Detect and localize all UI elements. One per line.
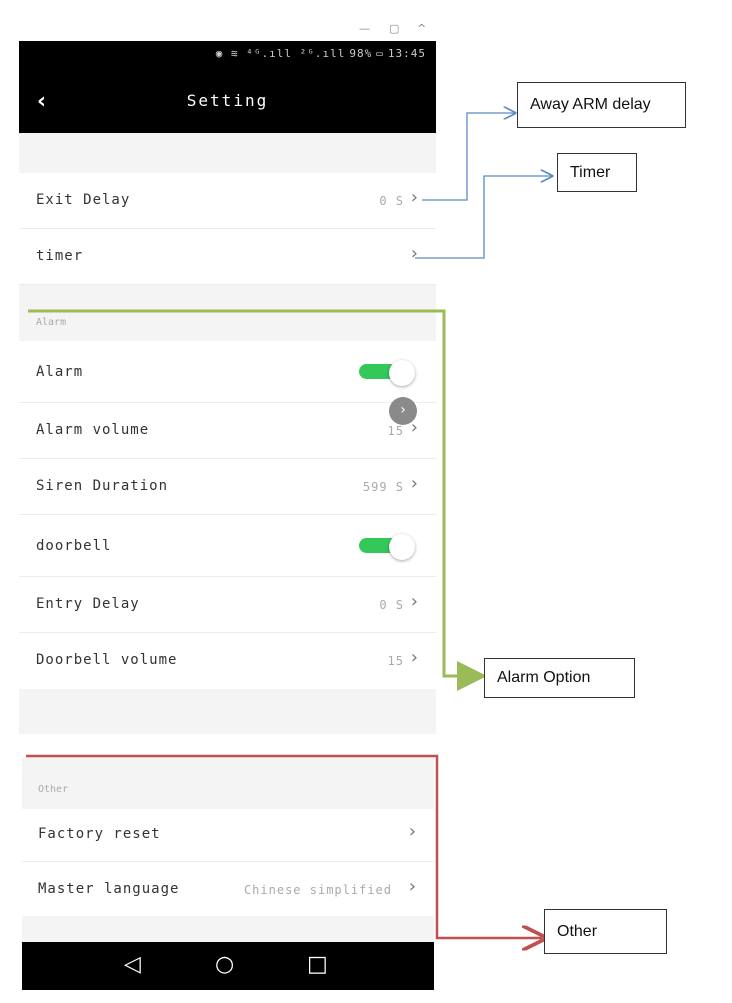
settings-row-exit-delay[interactable]: Exit Delay 0 S › [19,173,436,229]
spacer [19,133,436,173]
row-label: Doorbell volume [36,652,178,668]
row-value: 0 S [379,194,404,208]
status-time: 13:45 [387,47,426,60]
chevron-right-icon: › [408,876,416,897]
row-label: timer [36,248,84,264]
battery-icon: ▭ [376,47,384,60]
row-label: Exit Delay [36,192,131,208]
page-title: Setting [186,91,269,110]
chevron-right-icon: › [410,473,418,494]
settings-row-entry-delay[interactable]: Entry Delay 0 S › [19,577,436,633]
callout-alarm-option: Alarm Option [484,658,635,698]
toggle-knob [389,534,415,560]
status-icons: ◉ ≋ ⁴ᴳ.ıll ²ᴳ.ıll [215,47,346,60]
chevron-right-icon: › [410,243,418,264]
chevron-right-icon: › [410,591,418,612]
row-label: Alarm volume [36,422,150,438]
settings-row-factory-reset[interactable]: Factory reset › [22,809,434,862]
nav-back-icon[interactable]: ◁ [124,952,141,977]
section-title: Other [38,784,69,795]
section-title: Alarm [36,317,67,328]
chevron-right-icon: › [408,821,416,842]
doorbell-toggle[interactable] [359,534,417,560]
arrow-other [26,754,542,938]
row-value: 15 [387,424,404,438]
minimize-icon[interactable]: — [359,22,370,35]
restore-icon[interactable]: ▢ [389,22,400,35]
arrow-away-arm-delay [422,113,515,201]
row-label: Entry Delay [36,596,140,612]
settings-row-doorbell-volume[interactable]: Doorbell volume 15 › [19,633,436,688]
callout-away-arm-delay: Away ARM delay [517,82,686,128]
callout-other: Other [544,909,667,954]
row-label: Siren Duration [36,478,169,494]
arrow-timer [415,176,552,259]
toggle-knob [389,360,415,386]
row-label: Alarm [36,364,84,380]
app-header: ◉ ≋ ⁴ᴳ.ıll ²ᴳ.ıll 98% ▭ 13:45 ‹ Setting [19,41,436,133]
system-nav-bar: ◁ ○ □ [22,942,434,990]
settings-row-timer[interactable]: timer › [19,229,436,285]
row-label: Master language [38,881,180,897]
settings-row-alarm-volume[interactable]: Alarm volume 15 › [19,403,436,459]
section-header-other: Other [22,757,434,809]
battery-level: 98% [349,47,373,60]
chevron-right-icon: › [410,647,418,668]
section-header-alarm: Alarm [19,285,436,341]
alarm-toggle[interactable] [359,360,417,386]
nav-home-icon[interactable]: ○ [215,952,235,977]
chevron-right-icon: › [410,187,418,208]
row-value: 599 S [362,480,404,494]
spacer [19,689,436,734]
chevron-left-icon[interactable]: ‹ [37,89,47,114]
scroll-chevron-icon[interactable]: › [389,397,417,425]
row-value: 0 S [379,598,404,612]
status-bar: ◉ ≋ ⁴ᴳ.ıll ²ᴳ.ıll 98% ▭ 13:45 [216,47,426,60]
settings-row-alarm: Alarm [19,341,436,403]
row-value: Chinese simplified [243,883,392,897]
row-value: 15 [387,654,404,668]
spacer [22,916,434,942]
settings-row-doorbell: doorbell [19,515,436,577]
chevron-right-icon: › [410,417,418,438]
close-icon[interactable]: ^ [417,22,427,35]
row-label: Factory reset [38,826,161,842]
arrow-alarm-option [28,309,487,691]
row-label: doorbell [36,538,112,554]
nav-recents-icon[interactable]: □ [307,952,328,977]
settings-row-siren-duration[interactable]: Siren Duration 599 S › [19,459,436,515]
callout-timer: Timer [557,153,637,192]
settings-row-master-language[interactable]: Master language Chinese simplified › [22,862,434,916]
